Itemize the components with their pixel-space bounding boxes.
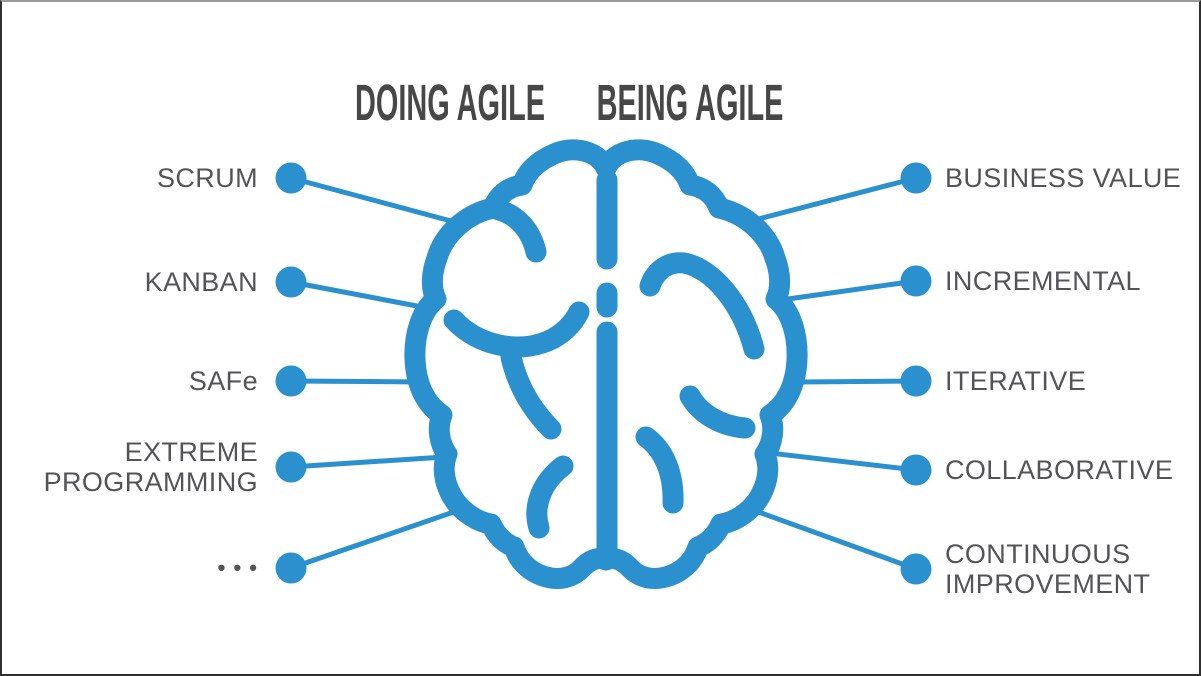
- connector-dot-continuous-improvement: [900, 553, 932, 585]
- connector-dot-kanban: [275, 266, 307, 298]
- label-scrum: SCRUM: [157, 163, 258, 193]
- connector-line-more: [288, 502, 477, 571]
- brain-fold-left-lower: [500, 346, 562, 440]
- connector-line-business-value: [740, 175, 919, 226]
- connector-dot-more: [275, 552, 307, 584]
- connector-line-scrum: [288, 175, 480, 231]
- connector-line-incremental: [785, 278, 919, 302]
- label-business-value: BUSINESS VALUE: [945, 163, 1182, 193]
- connector-dot-extreme-programming: [275, 451, 307, 483]
- connector-line-extreme-programming: [288, 454, 447, 470]
- brain-fold-left-middle: [443, 301, 590, 358]
- connector-line-iterative: [796, 378, 919, 385]
- label-safe: SAFe: [188, 366, 258, 396]
- connector-dot-iterative: [900, 365, 932, 397]
- connector-dot-business-value: [900, 162, 932, 194]
- connector-line-collaborative: [758, 449, 919, 473]
- label-collaborative: COLLABORATIVE: [945, 455, 1174, 485]
- brain-fold-left-bottom: [526, 455, 574, 539]
- brain-inner-folds: [443, 169, 765, 559]
- connector-dot-scrum: [275, 162, 307, 194]
- brain-fold-right-upper: [639, 252, 765, 360]
- connector-line-continuous-improvement: [728, 499, 919, 572]
- connector-dot-incremental: [900, 265, 932, 297]
- connector-line-safe: [288, 378, 429, 385]
- label-extreme-programming: EXTREME PROGRAMMING: [43, 437, 258, 497]
- connector-lines: [288, 175, 919, 572]
- label-more-ellipsis: • • •: [217, 555, 258, 580]
- label-kanban: KANBAN: [144, 267, 258, 297]
- brain-fold-right-lower: [635, 426, 684, 514]
- connector-dot-collaborative: [900, 454, 932, 486]
- heading-doing-agile: DOING AGILE: [354, 74, 546, 132]
- connector-line-kanban: [288, 279, 441, 313]
- brain-fold-right-middle: [679, 385, 756, 439]
- connector-dot-safe: [275, 365, 307, 397]
- brain-fold-left-upper: [488, 199, 547, 263]
- connector-dots: [275, 162, 932, 585]
- label-iterative: ITERATIVE: [945, 366, 1087, 396]
- label-continuous-improvement: CONTINUOUS IMPROVEMENT: [945, 539, 1151, 599]
- brain-icon: [404, 139, 808, 589]
- label-incremental: INCREMENTAL: [945, 266, 1141, 296]
- heading-being-agile: BEING AGILE: [596, 74, 784, 132]
